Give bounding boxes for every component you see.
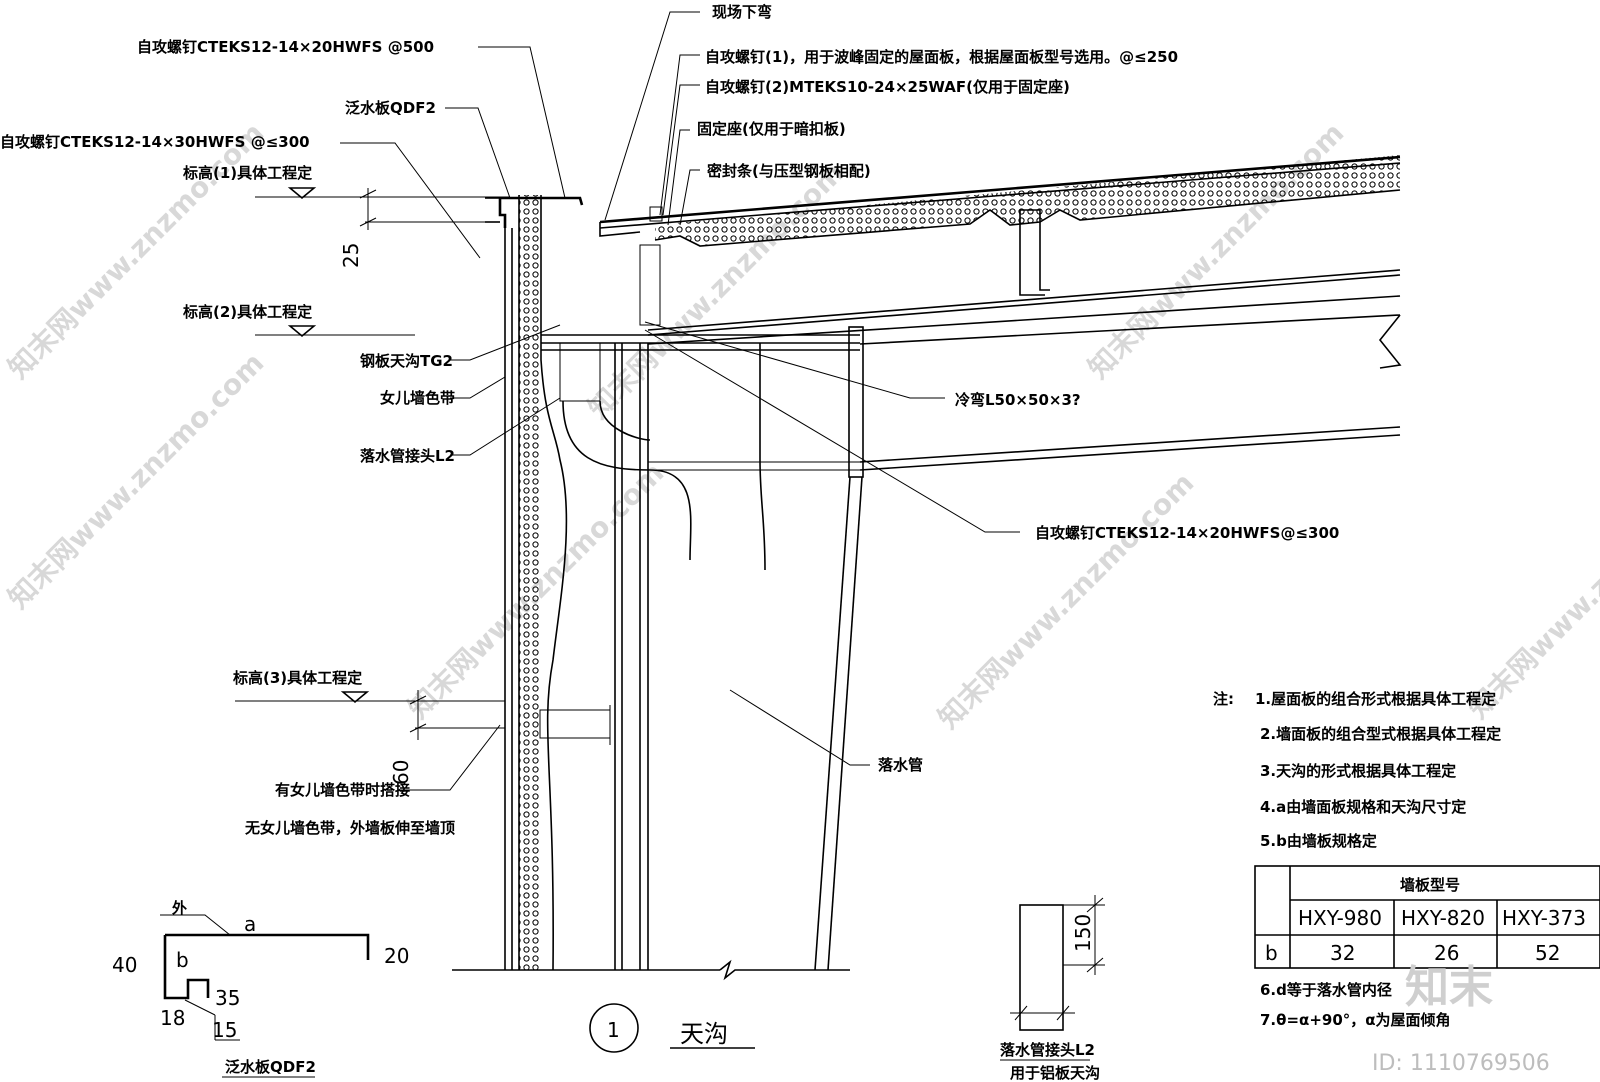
right-leaders bbox=[604, 11, 1020, 766]
dim-60: 60 bbox=[389, 760, 413, 785]
ground-line bbox=[452, 959, 850, 981]
watermark-text: 知末网www.znzmo.com bbox=[1462, 456, 1600, 725]
label-steel-gutter: 钢板天沟TG2 bbox=[360, 352, 453, 370]
watermark-text: 知末网www.znzmo.com bbox=[1082, 116, 1351, 385]
label-downpipe: 落水管 bbox=[878, 756, 923, 774]
main-caption bbox=[589, 1003, 755, 1053]
watermark-logo: 知末 bbox=[1405, 962, 1493, 1013]
flash-dim-18: 18 bbox=[160, 1006, 185, 1030]
label-cold-bent-angle: 冷弯L50×50×3? bbox=[955, 391, 1081, 409]
label-elevation-3: 标高(3)具体工程定 bbox=[232, 669, 362, 687]
parapet-wall bbox=[485, 195, 584, 971]
table-val-1: 32 bbox=[1330, 941, 1355, 965]
flash-dim-20: 20 bbox=[384, 944, 409, 968]
table-title: 墙板型号 bbox=[1400, 876, 1460, 894]
note-4: 4.a由墙面板规格和天沟尺寸定 bbox=[1260, 798, 1466, 816]
dim-25: 25 bbox=[339, 243, 363, 268]
roof-panel bbox=[599, 155, 1402, 471]
wall-panel-table bbox=[1254, 865, 1600, 969]
label-parapet-band: 女儿墙色带 bbox=[380, 389, 455, 407]
caption-flashing: 泛水板QDF2 bbox=[225, 1058, 316, 1076]
note-2: 2.墙面板的组合型式根据具体工程定 bbox=[1260, 725, 1501, 743]
flash-dim-15: 15 bbox=[212, 1018, 237, 1042]
caption-number: 1 bbox=[607, 1018, 620, 1042]
dim-150: 150 bbox=[1071, 914, 1095, 952]
caption-pipe-joint: 落水管接头L2 bbox=[1000, 1041, 1095, 1059]
label-pipe-joint: 落水管接头L2 bbox=[360, 447, 455, 465]
flash-dim-35: 35 bbox=[215, 986, 240, 1010]
left-leaders bbox=[235, 46, 566, 791]
watermark-layer: 知末网www.znzmo.com 知末网www.znzmo.com 知末网www… bbox=[2, 116, 1600, 735]
label-field-bend: 现场下弯 bbox=[712, 3, 772, 21]
watermark-id: ID: 1110769506 bbox=[1372, 1051, 1550, 1076]
table-val-3: 52 bbox=[1535, 941, 1560, 965]
label-fixing-seat: 固定座(仅用于暗扣板) bbox=[697, 120, 846, 138]
flashing-qdf2-detail bbox=[160, 914, 370, 1041]
label-overlap-note: 有女儿墙色带时搭接 bbox=[275, 781, 410, 799]
flash-dim-b: b bbox=[176, 948, 189, 972]
label-screw-500: 自攻螺钉CTEKS12-14×20HWFS @500 bbox=[137, 38, 434, 56]
note-6: 6.d等于落水管内径 bbox=[1260, 981, 1392, 999]
note-3: 3.天沟的形式根据具体工程定 bbox=[1260, 762, 1456, 780]
label-flashing-qdf2: 泛水板QDF2 bbox=[345, 99, 436, 117]
label-screw-300-right: 自攻螺钉CTEKS12-14×20HWFS@≤300 bbox=[1035, 524, 1339, 542]
table-row-label: b bbox=[1265, 941, 1278, 965]
label-elevation-2: 标高(2)具体工程定 bbox=[182, 303, 312, 321]
table-col-2: HXY-820 bbox=[1401, 906, 1485, 930]
table-val-2: 26 bbox=[1434, 941, 1459, 965]
watermark-text: 知末网www.znzmo.com bbox=[2, 346, 271, 615]
caption-pipe-usage: 用于铝板天沟 bbox=[1010, 1064, 1100, 1082]
flash-dim-a: a bbox=[244, 912, 256, 936]
table-col-1: HXY-980 bbox=[1298, 906, 1382, 930]
note-5: 5.b由墙板规格定 bbox=[1260, 832, 1377, 850]
label-screw-1: 自攻螺钉(1)，用于波峰固定的屋面板，根据屋面板型号选用。@≤250 bbox=[705, 48, 1178, 66]
note-1: 1.屋面板的组合形式根据具体工程定 bbox=[1255, 690, 1496, 708]
label-elevation-1: 标高(1)具体工程定 bbox=[182, 164, 312, 182]
gutter-and-downpipe bbox=[539, 326, 864, 971]
watermark-text: 知末网www.znzmo.com bbox=[932, 466, 1201, 735]
flash-outside-label: 外 bbox=[171, 899, 187, 917]
label-screw-2: 自攻螺钉(2)MTEKS10-24×25WAF(仅用于固定座) bbox=[705, 78, 1070, 96]
flash-dim-40: 40 bbox=[112, 953, 137, 977]
table-col-3: HXY-373 bbox=[1502, 906, 1586, 930]
note-7: 7.θ=α+90°，α为屋面倾角 bbox=[1260, 1011, 1451, 1029]
notes-heading: 注: bbox=[1213, 690, 1234, 708]
pipe-joint-detail bbox=[1000, 895, 1105, 1061]
label-screw-300: 自攻螺钉CTEKS12-14×30HWFS @≤300 bbox=[0, 133, 310, 151]
watermark-text: 知末网www.znzmo.com bbox=[2, 116, 271, 385]
caption-title: 天沟 bbox=[680, 1020, 728, 1048]
label-seal-strip: 密封条(与压型钢板相配) bbox=[707, 162, 871, 180]
label-no-band-note: 无女儿墙色带，外墙板伸至墙顶 bbox=[244, 819, 455, 837]
